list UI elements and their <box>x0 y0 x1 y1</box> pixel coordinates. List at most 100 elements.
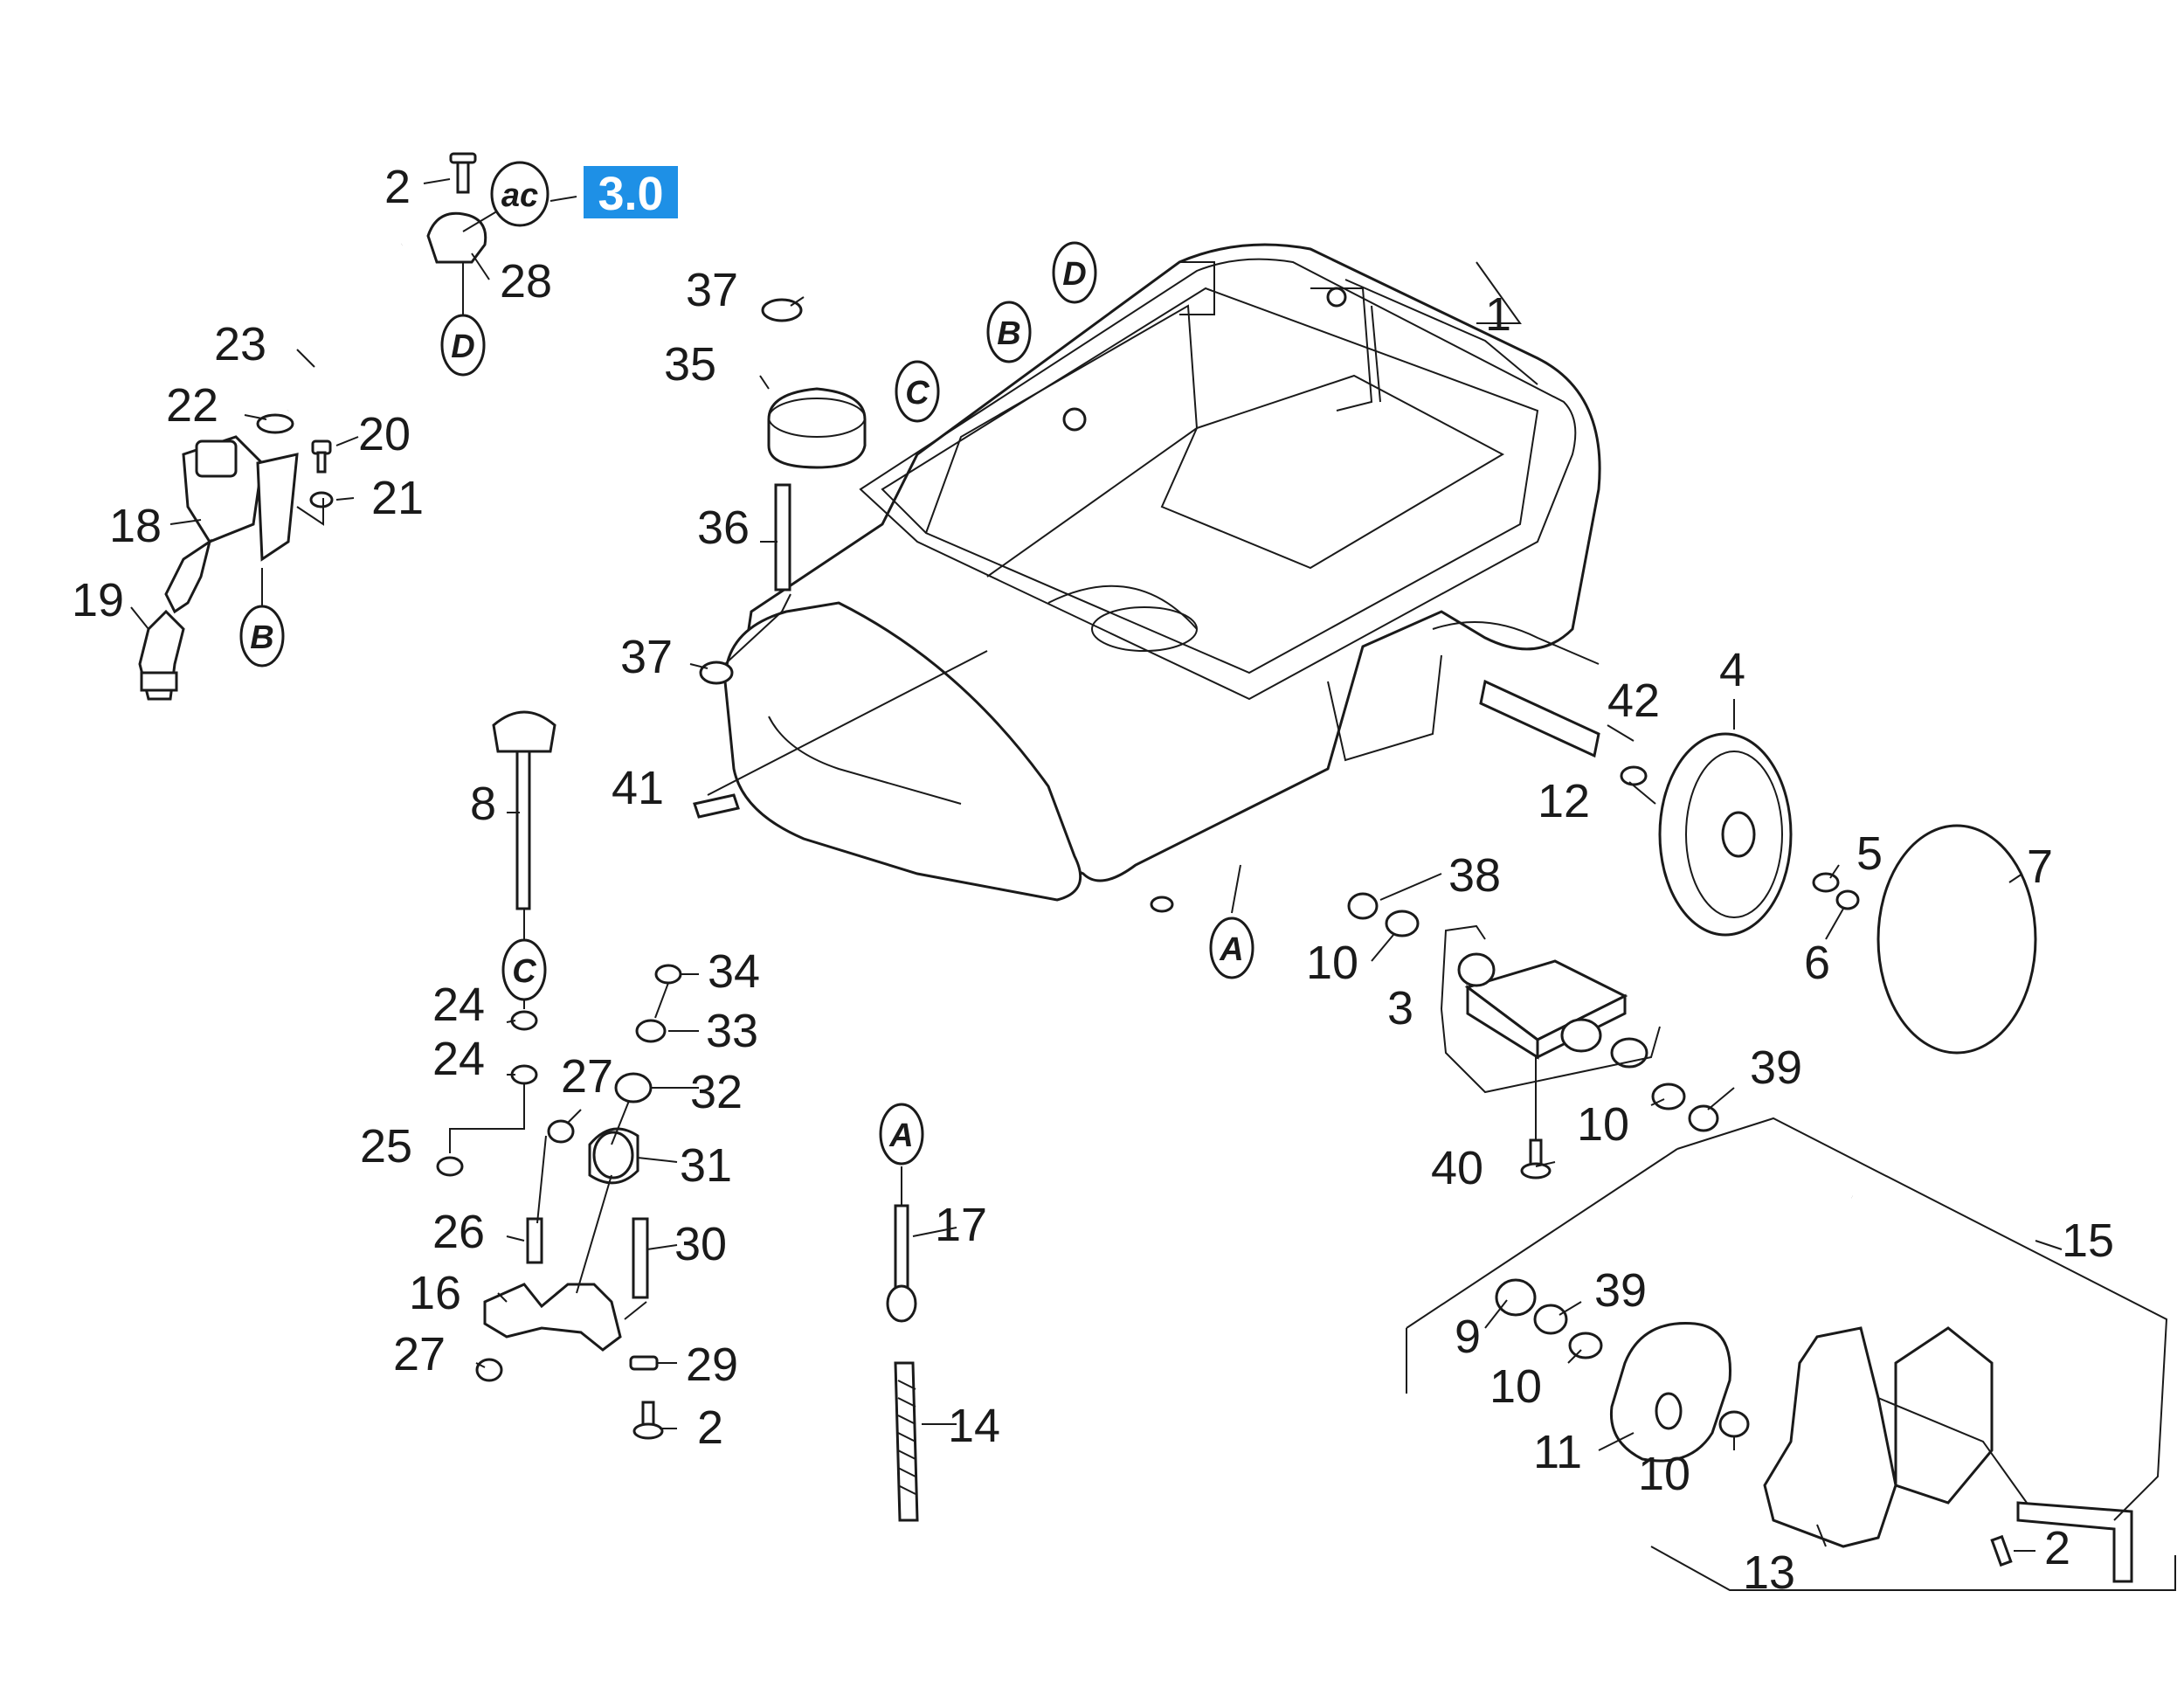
svg-text:3.0: 3.0 <box>598 168 663 220</box>
wheel-parts <box>1347 679 2133 1583</box>
callout-2-right: 2 <box>2044 1522 2070 1574</box>
callout-25: 25 <box>360 1120 412 1173</box>
nut-25 <box>436 1156 464 1177</box>
callout-7: 7 <box>2027 841 2053 893</box>
washer-10a <box>1385 910 1420 937</box>
callout-2-bottom: 2 <box>697 1401 723 1454</box>
callout-10-d: 10 <box>1638 1448 1690 1500</box>
knob-8 <box>492 710 556 753</box>
ref-ac: ac <box>490 161 549 227</box>
screw-41 <box>693 793 740 819</box>
callout-40: 40 <box>1431 1142 1483 1194</box>
washer-34 <box>654 964 682 985</box>
callout-24-b: 24 <box>432 1033 485 1085</box>
callout-5: 5 <box>1856 827 1883 880</box>
callout-42: 42 <box>1607 675 1660 727</box>
svg-text:D: D <box>1062 256 1086 293</box>
callout-6: 6 <box>1804 937 1830 989</box>
svg-text:A: A <box>1219 931 1243 968</box>
callout-12: 12 <box>1538 775 1590 827</box>
bracket-16 <box>483 1283 622 1352</box>
callout-30: 30 <box>674 1218 727 1270</box>
callout-14: 14 <box>948 1400 1000 1452</box>
nut-24a <box>510 1010 538 1031</box>
axle-42 <box>1479 679 1600 758</box>
svg-text:ac: ac <box>501 177 538 214</box>
svg-text:B: B <box>997 315 1020 352</box>
leader-lines <box>130 178 2176 1591</box>
callout-34: 34 <box>708 945 760 998</box>
ref-a-housing: A <box>1209 917 1254 979</box>
callout-10-c: 10 <box>1489 1360 1542 1413</box>
ref-a-eyebolt: A <box>879 1103 924 1166</box>
ref-c-top: C <box>895 360 940 423</box>
callout-8: 8 <box>470 778 496 830</box>
washer-10b <box>1651 1083 1686 1110</box>
callout-22: 22 <box>166 379 218 432</box>
ref-c-knob: C <box>501 938 547 1001</box>
callout-28: 28 <box>500 255 552 308</box>
svg-text:A: A <box>888 1117 913 1154</box>
callout-39-a: 39 <box>1750 1041 1802 1094</box>
callout-31: 31 <box>680 1139 732 1192</box>
svg-text:B: B <box>250 619 273 656</box>
clamp-13 <box>1763 1326 1897 1548</box>
pin-29 <box>629 1355 659 1371</box>
callout-27-bottom: 27 <box>393 1328 446 1380</box>
callout-39-b: 39 <box>1594 1264 1647 1317</box>
nut-37 <box>699 661 734 685</box>
nut-27-bottom <box>475 1358 503 1382</box>
svg-text:C: C <box>512 953 536 990</box>
washer-5 <box>1812 872 1840 893</box>
callout-37-bottom: 37 <box>620 631 673 683</box>
callout-41: 41 <box>612 762 664 814</box>
washer-10d <box>1718 1410 1750 1438</box>
callout-24-a: 24 <box>432 979 485 1031</box>
clip-39a <box>1688 1104 1719 1132</box>
callout-35: 35 <box>664 338 716 391</box>
washer-33 <box>635 1019 667 1043</box>
callout-38: 38 <box>1448 849 1501 902</box>
screw-2-right <box>1990 1534 2013 1567</box>
callout-18: 18 <box>109 500 162 552</box>
callout-21: 21 <box>371 472 424 524</box>
bumper-35 <box>767 387 867 469</box>
clamp-28 <box>426 211 487 264</box>
callout-26: 26 <box>432 1206 485 1258</box>
callout-29: 29 <box>686 1339 738 1391</box>
callout-10-a: 10 <box>1306 937 1358 989</box>
callout-16: 16 <box>409 1267 461 1319</box>
roller-11 <box>1609 1322 1731 1463</box>
callout-9: 9 <box>1455 1311 1481 1363</box>
clip-39b <box>1533 1304 1568 1335</box>
callout-32: 32 <box>690 1066 743 1118</box>
housing <box>723 243 1601 913</box>
callout-2-top: 2 <box>384 161 411 213</box>
callout-33: 33 <box>706 1005 758 1057</box>
nut-9 <box>1495 1278 1537 1317</box>
callout-27-top: 27 <box>561 1050 613 1103</box>
ref-b-left: B <box>239 605 285 668</box>
ref-b-top: B <box>986 301 1032 363</box>
ref-d-housing: D <box>1052 241 1097 304</box>
callout-numbers: 1 2 28 23 22 20 21 18 19 37 35 36 37 41 … <box>72 161 2114 1599</box>
svg-text:D: D <box>451 329 474 365</box>
nut-24b <box>510 1064 538 1085</box>
shaft-parts <box>436 298 919 1522</box>
callout-36: 36 <box>697 502 750 554</box>
callout-20: 20 <box>358 408 411 460</box>
pin-26 <box>526 1217 543 1264</box>
callout-3: 3 <box>1387 982 1413 1034</box>
washer-10c <box>1568 1332 1603 1359</box>
clip-38 <box>1347 892 1379 920</box>
nut-27-top <box>547 1119 575 1144</box>
eyebolt-17 <box>894 1204 909 1295</box>
section-badge: 3.0 <box>584 166 678 220</box>
washer-21 <box>309 491 334 508</box>
washer-12 <box>1620 765 1648 786</box>
pin-30 <box>632 1217 649 1299</box>
callout-11: 11 <box>1533 1426 1582 1478</box>
pin-36 <box>774 483 791 591</box>
svg-text:C: C <box>905 375 930 412</box>
